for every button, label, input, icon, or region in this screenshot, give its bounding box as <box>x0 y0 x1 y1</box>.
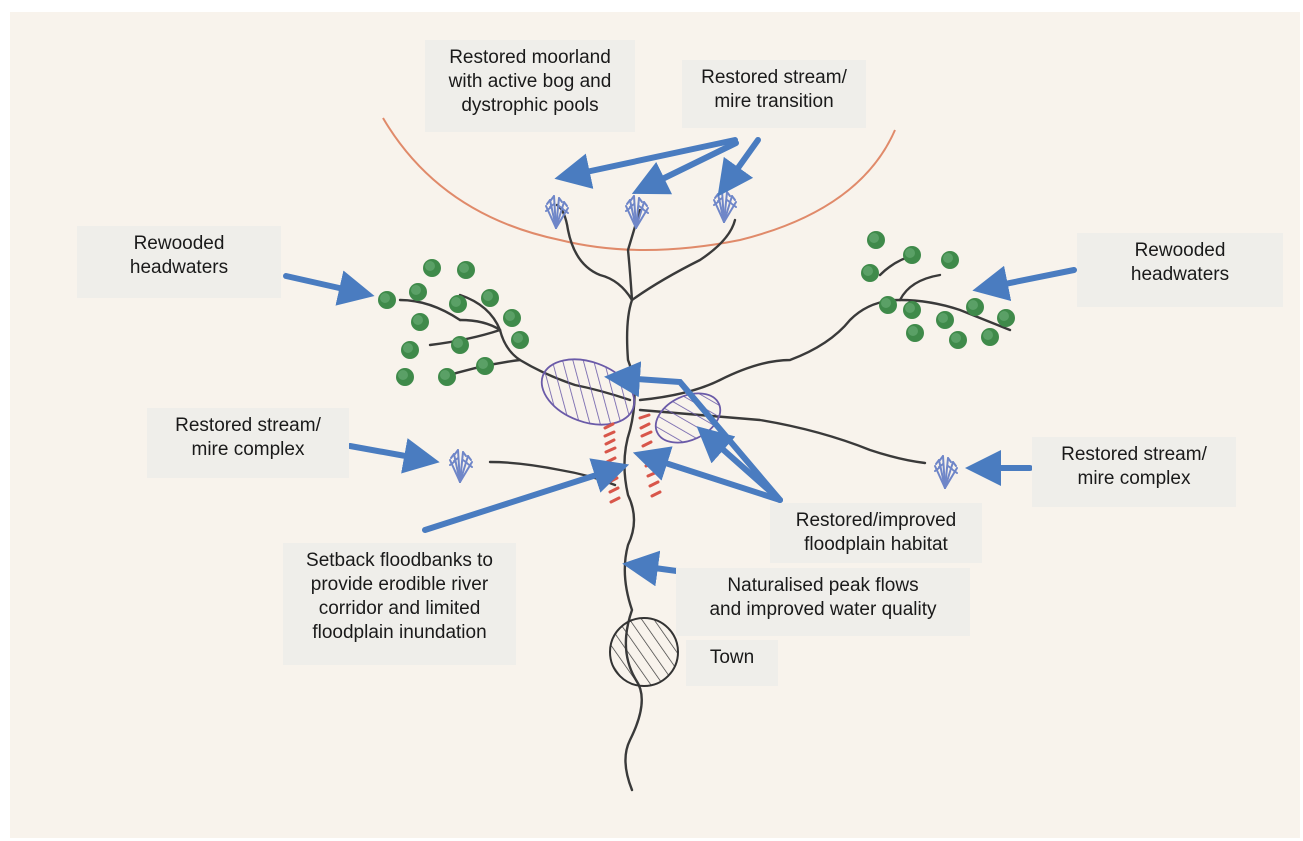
label-floodplain-habitat: Restored/improved floodplain habitat <box>770 503 982 563</box>
label-town: Town <box>686 640 778 686</box>
label-rewooded-right: Rewooded headwaters <box>1077 233 1283 307</box>
floodplain-area-left <box>533 347 644 436</box>
label-peak-flows: Naturalised peak flows and improved wate… <box>676 568 970 636</box>
trees-right <box>861 231 1015 349</box>
label-rewooded-left: Rewooded headwaters <box>77 226 281 298</box>
label-moorland: Restored moorland with active bog and dy… <box>425 40 635 132</box>
town-area <box>610 618 678 686</box>
label-stream-mire-complex-left: Restored stream/ mire complex <box>147 408 349 478</box>
label-stream-mire-transition: Restored stream/ mire transition <box>682 60 866 128</box>
label-stream-mire-complex-right: Restored stream/ mire complex <box>1032 437 1236 507</box>
moorland-boundary <box>383 118 895 250</box>
trees-left <box>378 259 529 386</box>
label-setback-floodbanks: Setback floodbanks to provide erodible r… <box>283 543 516 665</box>
